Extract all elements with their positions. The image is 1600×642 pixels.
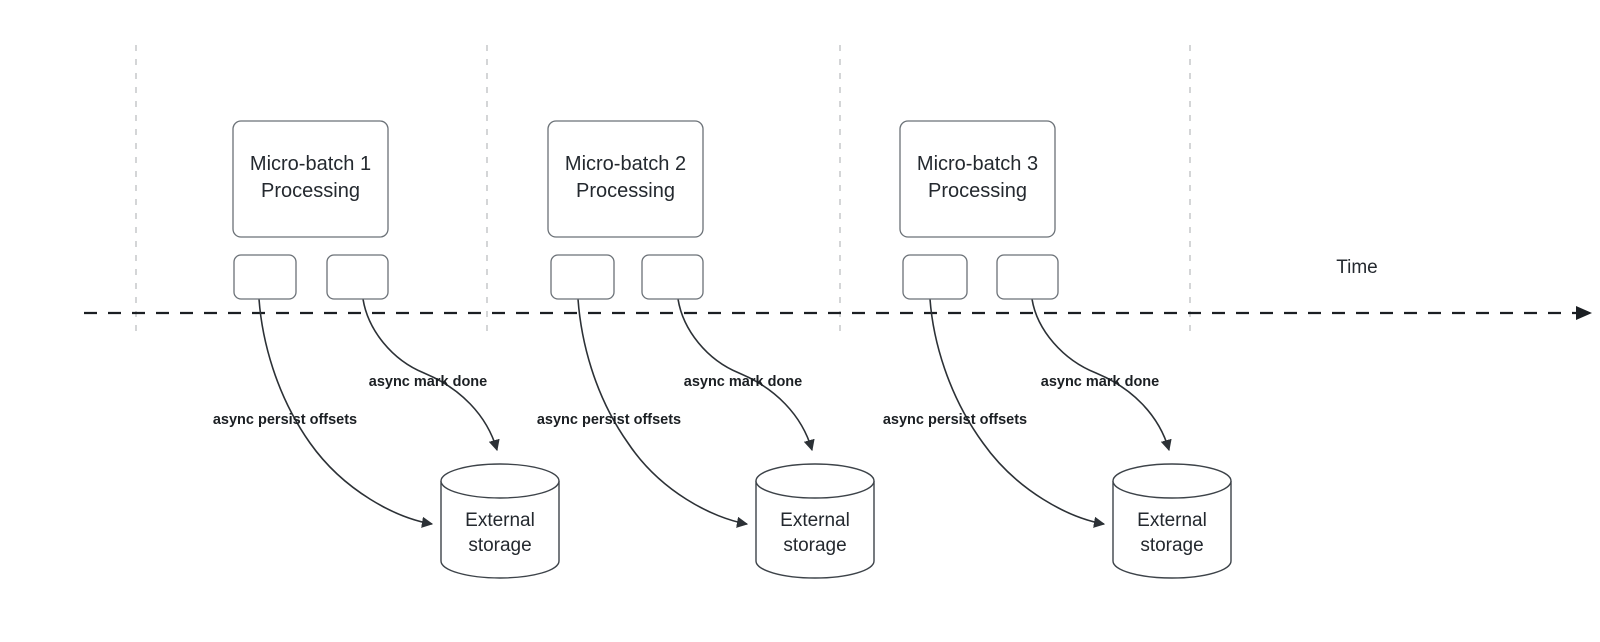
mark-done-flow-1 — [362, 298, 500, 452]
mark-done-flow-3 — [1031, 298, 1172, 452]
persist-offsets-flow-3 — [929, 298, 1106, 528]
mark-done-flow-2 — [677, 298, 815, 452]
timeline-axis — [84, 306, 1592, 320]
micro-batch-label-2: Micro-batch 2 — [565, 153, 686, 175]
timeline-arrowhead — [1576, 306, 1592, 320]
task-box-3a[interactable] — [902, 254, 968, 300]
mark-done-flow-1-label: async mark done — [369, 374, 487, 390]
task-box-2b[interactable] — [641, 254, 704, 300]
task-box-3b[interactable] — [996, 254, 1059, 300]
micro-batch-label-3: Micro-batch 3 — [917, 153, 1038, 175]
timeline-dividers — [135, 45, 1191, 332]
external-storage-sublabel-2: storage — [783, 535, 846, 556]
persist-offsets-flow-3-label: async persist offsets — [883, 412, 1027, 428]
persist-offsets-flow-2-label: async persist offsets — [537, 412, 681, 428]
task-box-1a[interactable] — [233, 254, 297, 300]
flow-arrows — [258, 298, 1172, 528]
cylinder-top-ellipse-1 — [440, 480, 560, 499]
external-storage-label-2: External — [780, 510, 850, 531]
micro-batch-box-1[interactable] — [232, 120, 389, 238]
micro-batch-box-3[interactable] — [899, 120, 1056, 238]
diagram-shapes — [232, 120, 1232, 579]
external-storage-sublabel-1: storage — [468, 535, 531, 556]
task-box-1b[interactable] — [326, 254, 389, 300]
persist-offsets-flow-2 — [577, 298, 749, 528]
task-box-2a[interactable] — [550, 254, 615, 300]
cylinder-top-ellipse-3 — [1112, 480, 1232, 499]
micro-batch-box-2[interactable] — [547, 120, 704, 238]
time-axis-label: Time — [1336, 257, 1378, 278]
mark-done-flow-2-label: async mark done — [684, 374, 802, 390]
micro-batch-sublabel-3: Processing — [928, 180, 1027, 202]
external-storage-label-3: External — [1137, 510, 1207, 531]
external-storage-label-1: External — [465, 510, 535, 531]
cylinder-top-ellipse-2 — [755, 480, 875, 499]
micro-batch-label-1: Micro-batch 1 — [250, 153, 371, 175]
persist-offsets-flow-1-label: async persist offsets — [213, 412, 357, 428]
persist-offsets-flow-1 — [258, 298, 434, 528]
micro-batch-sublabel-1: Processing — [261, 180, 360, 202]
micro-batch-sublabel-2: Processing — [576, 180, 675, 202]
external-storage-sublabel-3: storage — [1140, 535, 1203, 556]
mark-done-flow-3-label: async mark done — [1041, 374, 1159, 390]
